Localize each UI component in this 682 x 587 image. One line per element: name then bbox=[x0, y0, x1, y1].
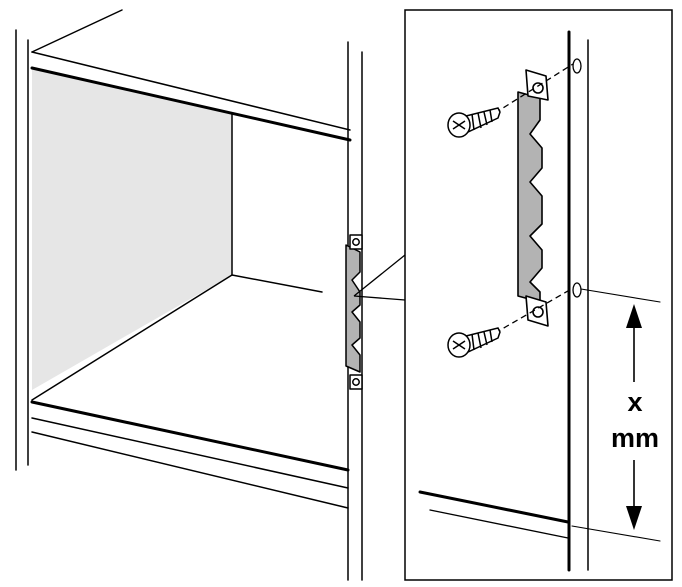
detail-cabinet-side bbox=[418, 30, 661, 572]
detail-callout bbox=[353, 254, 406, 301]
bracket-large-body bbox=[517, 91, 543, 303]
bottom-shelf-lower-edge bbox=[31, 431, 349, 509]
screw-path-bottom bbox=[494, 287, 574, 334]
bracket-small-bottom-hole bbox=[352, 378, 360, 386]
dimension-unit-label: mm bbox=[610, 423, 659, 453]
top-shelf-front-upper bbox=[31, 51, 351, 131]
bracket-small-top-hole bbox=[352, 238, 360, 246]
detail-reference-line-top bbox=[574, 287, 661, 303]
screw-top bbox=[447, 107, 501, 138]
bottom-shelf-front-lower bbox=[31, 417, 349, 489]
callout-line-upper bbox=[353, 254, 406, 297]
drill-hole-bottom bbox=[572, 282, 582, 298]
screw-path-top bbox=[494, 63, 574, 114]
callout-line-lower bbox=[353, 295, 406, 301]
bottom-shelf-front-upper bbox=[30, 400, 350, 472]
dimension-indicator bbox=[626, 304, 642, 530]
top-panel-edge bbox=[31, 9, 123, 53]
drill-hole-top bbox=[572, 58, 582, 74]
top-shelf-front-lower bbox=[30, 66, 352, 142]
screw-bottom bbox=[447, 327, 501, 358]
detail-shelf-top-edge bbox=[418, 490, 570, 524]
detail-drill-holes bbox=[572, 58, 582, 298]
bracket-small-body bbox=[345, 244, 361, 373]
dimension-value-label: x bbox=[627, 387, 643, 417]
bracket-large-top-hole bbox=[532, 82, 544, 94]
detail-shelf-bottom-edge bbox=[429, 509, 569, 539]
screw-top-slot bbox=[452, 120, 466, 130]
detail-reference-line-bottom bbox=[571, 525, 661, 542]
screw-top-thread bbox=[471, 109, 493, 131]
niche-back-wall bbox=[32, 68, 232, 390]
bracket-large-bottom-hole bbox=[532, 306, 544, 318]
dimension-arrowhead-up bbox=[626, 304, 642, 328]
screw-paths bbox=[494, 63, 574, 334]
mounting-bracket-small bbox=[345, 234, 363, 390]
mounting-bracket-large bbox=[517, 69, 549, 327]
screw-bottom-slot bbox=[452, 340, 466, 350]
niche-floor-back-edge bbox=[231, 274, 323, 293]
niche-floor-left-edge bbox=[31, 274, 233, 401]
screw-bottom-thread bbox=[471, 329, 493, 351]
dimension-arrowhead-down bbox=[626, 506, 642, 530]
cabinet-niche bbox=[15, 9, 363, 581]
